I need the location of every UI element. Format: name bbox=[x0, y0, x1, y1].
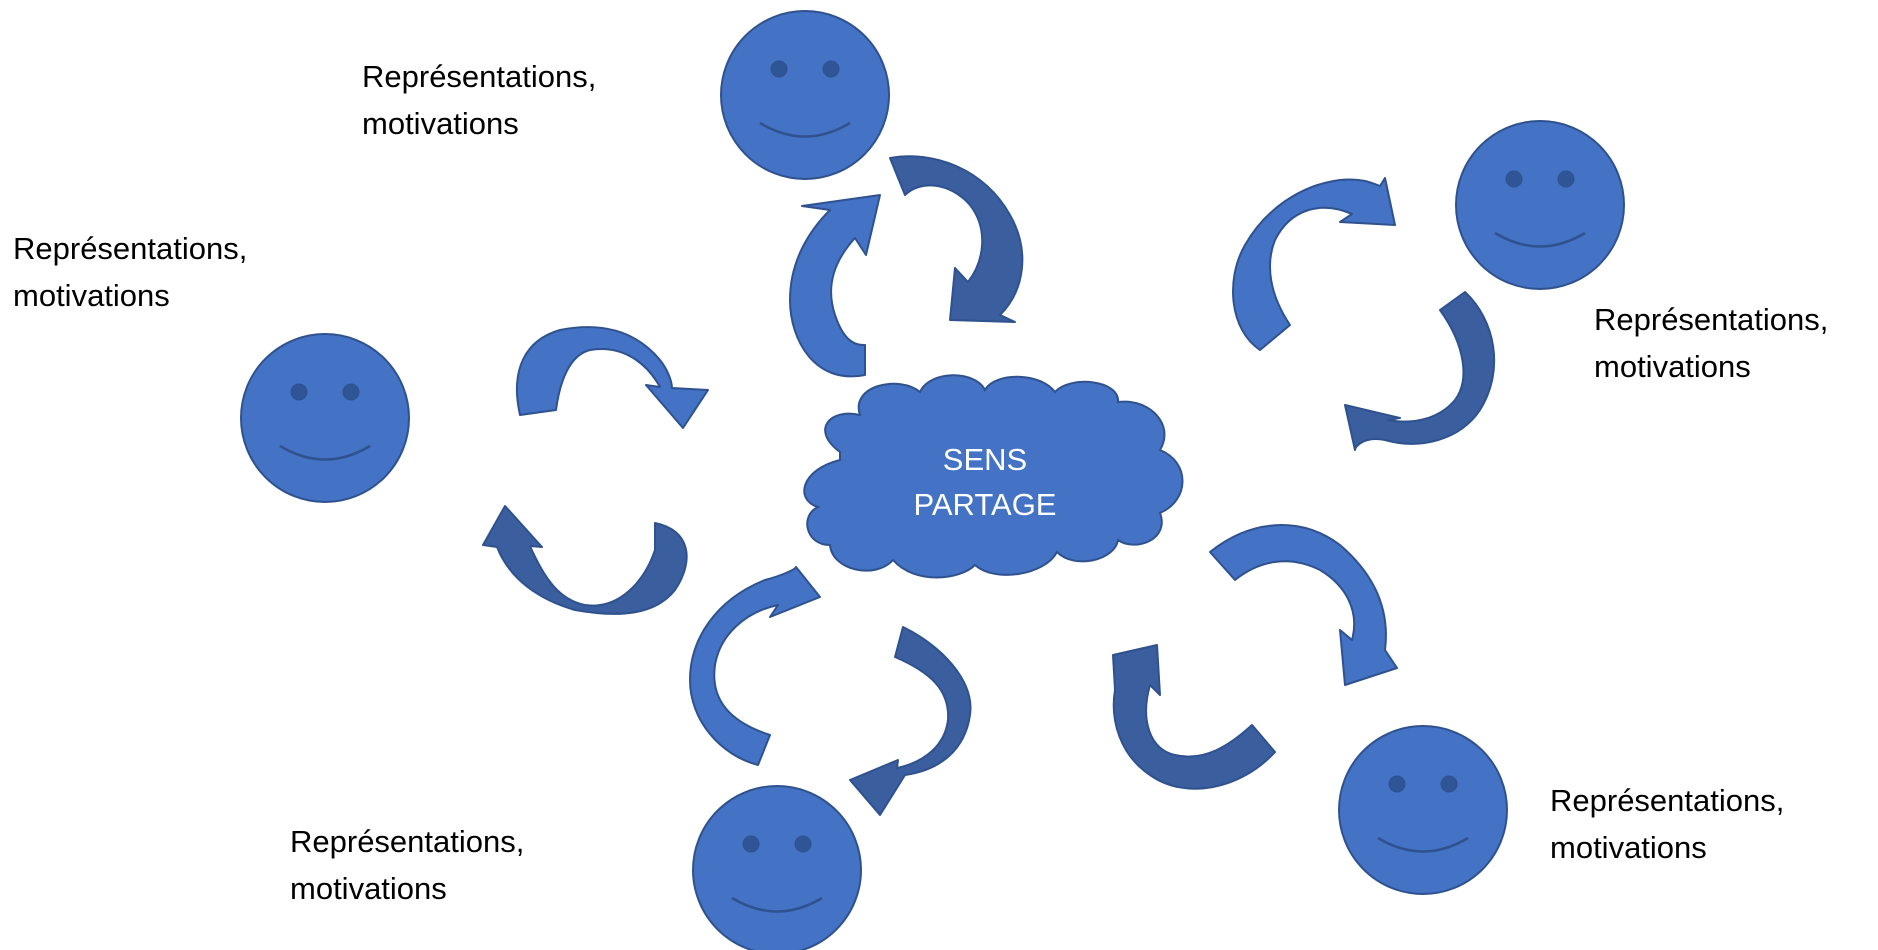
curved-arrows bbox=[482, 155, 1496, 816]
person-bottom-label: Représentations, motivations bbox=[290, 818, 524, 912]
label-line-1: Représentations, bbox=[13, 231, 248, 266]
person-top-label: Représentations, motivations bbox=[362, 53, 596, 147]
smiley-face-icon bbox=[1454, 119, 1626, 291]
curved-arrow-icon bbox=[789, 194, 881, 378]
curved-arrow-icon bbox=[1112, 644, 1276, 790]
label-line-2: motivations bbox=[1594, 349, 1751, 384]
label-line-1: Représentations, bbox=[362, 59, 597, 94]
label-line-2: motivations bbox=[362, 106, 519, 141]
curved-arrow-icon bbox=[849, 626, 972, 816]
cloud-shape bbox=[803, 374, 1184, 579]
shared-meaning-cloud bbox=[803, 374, 1184, 579]
smiley-face-icon bbox=[1337, 724, 1509, 896]
person-left bbox=[239, 332, 411, 504]
person-top bbox=[719, 9, 891, 181]
label-line-1: Représentations, bbox=[1550, 783, 1785, 818]
person-left-label: Représentations, motivations bbox=[13, 225, 247, 319]
label-line-1: Représentations, bbox=[290, 824, 525, 859]
cloud-label-line-2: PARTAGE bbox=[913, 487, 1057, 522]
curved-arrow-icon bbox=[1344, 291, 1496, 451]
curved-arrow-icon bbox=[689, 566, 821, 766]
person-bottom-right bbox=[1337, 724, 1509, 896]
label-line-2: motivations bbox=[1550, 830, 1707, 865]
curved-arrow-icon bbox=[889, 155, 1024, 323]
smiley-face-icon bbox=[239, 332, 411, 504]
person-top-right-label: Représentations, motivations bbox=[1594, 296, 1828, 390]
label-line-1: Représentations, bbox=[1594, 302, 1829, 337]
cloud-label-line-1: SENS bbox=[942, 442, 1028, 477]
label-line-2: motivations bbox=[290, 871, 447, 906]
curved-arrow-icon bbox=[1209, 524, 1398, 686]
curved-arrow-icon bbox=[1232, 177, 1396, 351]
smiley-face-icon bbox=[719, 9, 891, 181]
person-bottom-right-label: Représentations, motivations bbox=[1550, 777, 1784, 871]
person-top-right bbox=[1454, 119, 1626, 291]
curved-arrow-icon bbox=[482, 505, 688, 615]
smiley-face-icon bbox=[691, 784, 863, 950]
cloud-label: SENS PARTAGE bbox=[880, 437, 1090, 527]
label-line-2: motivations bbox=[13, 278, 170, 313]
person-bottom bbox=[691, 784, 863, 950]
curved-arrow-icon bbox=[515, 326, 709, 429]
